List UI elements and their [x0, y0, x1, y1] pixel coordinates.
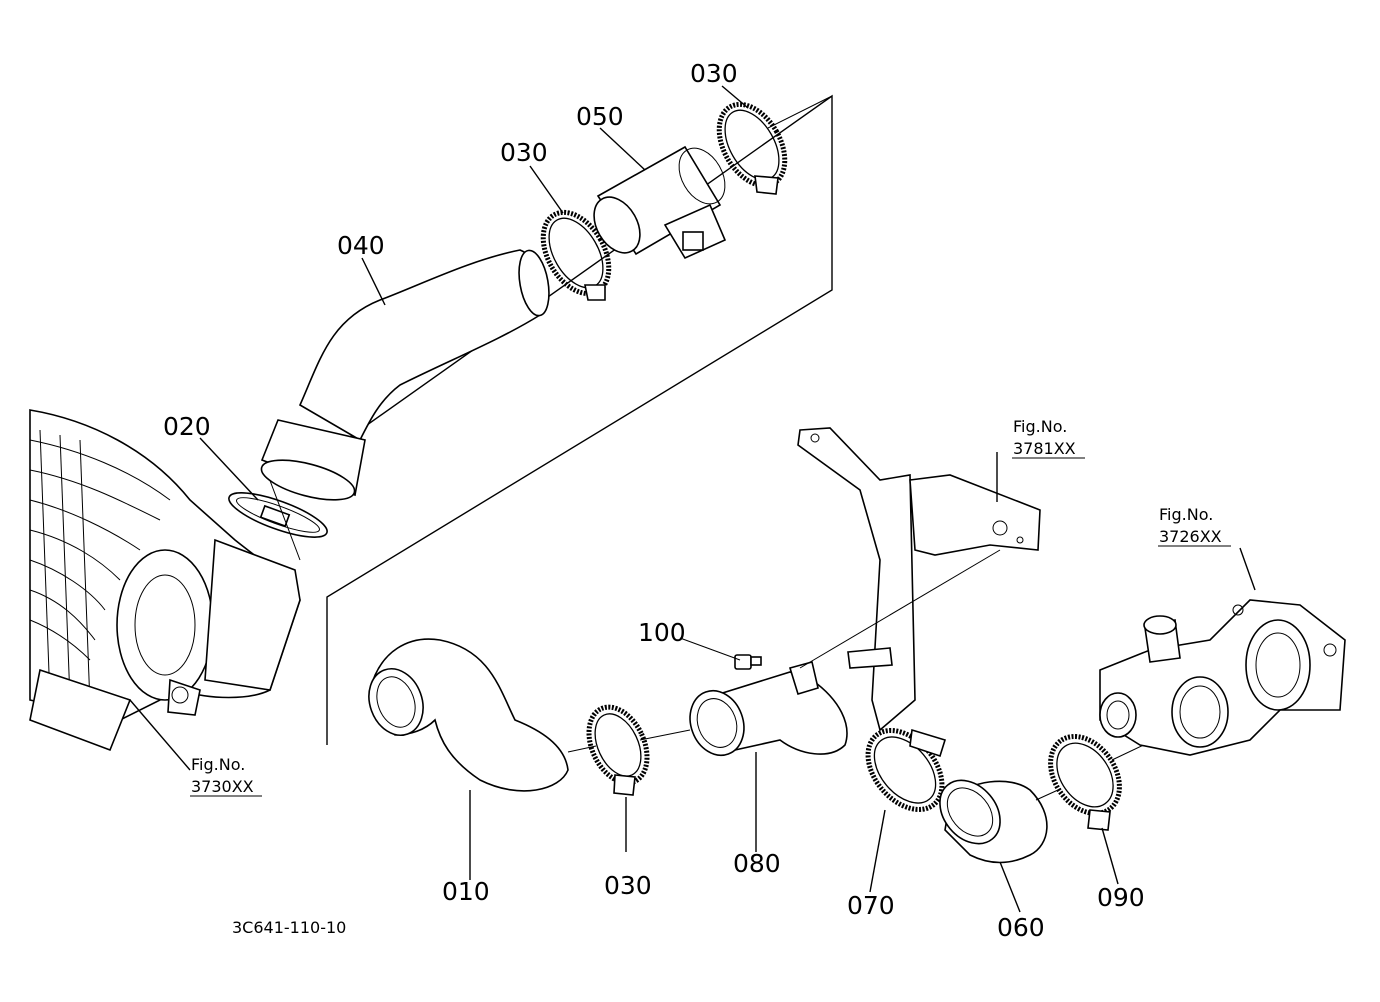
label-part-100: 100: [638, 618, 686, 647]
part-030-clamp-upper-right: [716, 95, 833, 195]
part-010-hose: [368, 638, 569, 792]
label-part-080: 080: [733, 849, 781, 878]
ref-3781-label: Fig.No.: [1013, 417, 1067, 436]
part-060-hose: [939, 779, 1048, 864]
ref-3726-number: 3726XX: [1159, 527, 1222, 546]
label-part-090: 090: [1097, 883, 1145, 912]
part-040-hose: [260, 249, 550, 501]
label-part-010: 010: [442, 877, 490, 906]
part-030-clamp-upper-left: [540, 209, 612, 301]
part-100-bolt: [679, 637, 762, 670]
drawing-code: 3C641-110-10: [232, 918, 346, 937]
part-050-pipe: [593, 145, 727, 260]
label-part-030-top-right: 030: [690, 59, 738, 88]
label-part-020: 020: [163, 412, 211, 441]
label-part-070: 070: [847, 891, 895, 920]
bracket: [797, 427, 1041, 732]
leader-lines: [129, 85, 1256, 913]
part-030-clamp-lower: [567, 704, 691, 796]
label-part-030-bottom: 030: [604, 871, 652, 900]
turbocharger: [1099, 599, 1346, 756]
ref-3730-label: Fig.No.: [191, 755, 245, 774]
label-part-060: 060: [997, 913, 1045, 942]
label-part-050: 050: [576, 102, 624, 131]
ref-3726-label: Fig.No.: [1159, 505, 1213, 524]
ref-3730-number: 3730XX: [191, 777, 254, 796]
group-frame: [301, 94, 833, 745]
part-070-clamp: [865, 728, 947, 812]
label-part-040: 040: [337, 231, 385, 260]
ref-3781-number: 3781XX: [1013, 439, 1076, 458]
reference-underlines: [190, 457, 1231, 797]
part-080-elbow: [689, 661, 848, 757]
air-cleaner: [29, 409, 301, 752]
part-020-clamp: [228, 469, 328, 561]
label-part-030-top-left: 030: [500, 138, 548, 167]
